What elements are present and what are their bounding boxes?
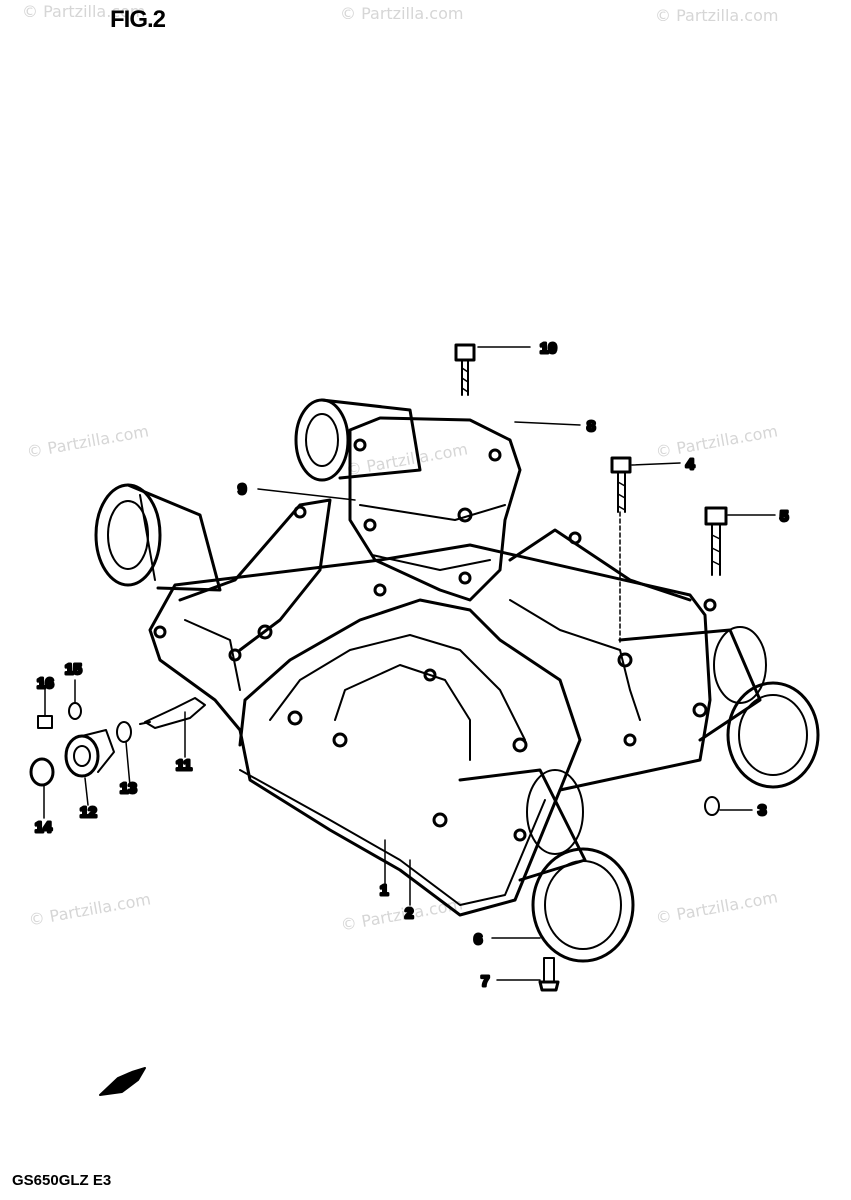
callout-11: 11 (176, 757, 192, 774)
front-roller-cylinder (458, 768, 635, 963)
gasket (239, 769, 546, 906)
cap-12 (64, 729, 115, 778)
callout-6: 6 (474, 931, 482, 948)
leader-lines (43, 346, 776, 981)
bolt-4 (610, 456, 632, 513)
watermark: © Partzilla.com (22, 2, 146, 21)
callout-1: 1 (380, 882, 388, 899)
figure-title: FIG.2 (110, 6, 166, 33)
callout-15: 15 (65, 661, 82, 678)
callout-7: 7 (481, 973, 489, 990)
callout-2: 2 (405, 905, 413, 922)
callout-13: 13 (120, 780, 137, 797)
o-ring-3 (704, 796, 720, 816)
model-code: GS650GLZ E3 (12, 1172, 112, 1189)
left-roller-cylinder (94, 483, 222, 592)
washer-13 (116, 721, 132, 743)
callout-16: 16 (37, 675, 54, 692)
bolt-16 (37, 715, 53, 729)
right-rail (508, 528, 717, 747)
sensor-11 (139, 697, 206, 729)
callout-14: 14 (35, 819, 52, 836)
callout-8: 8 (587, 418, 595, 435)
bolt-5 (704, 506, 728, 576)
bolt-7 (538, 957, 560, 992)
callout-3: 3 (758, 802, 766, 819)
watermark: © Partzilla.com (655, 6, 779, 25)
callout-10: 10 (540, 340, 557, 357)
rear-roller-cylinder (294, 398, 422, 482)
left-rail (153, 498, 332, 691)
callout-9: 9 (238, 481, 246, 498)
callout-4: 4 (686, 456, 695, 473)
direction-mark-icon (99, 1067, 146, 1096)
callout-labels: 1 2 3 4 5 6 7 8 9 10 11 12 13 14 15 16 (34, 339, 790, 992)
screw-15 (68, 702, 82, 720)
callout-12: 12 (80, 804, 97, 821)
watermark: © Partzilla.com (340, 4, 464, 23)
right-roller-cylinder (618, 626, 820, 789)
callout-5: 5 (780, 508, 788, 525)
nut-14 (29, 757, 55, 787)
bolt-10 (454, 343, 476, 396)
center-bridge (238, 598, 582, 842)
crankcase-cover-assembly (94, 398, 820, 963)
top-cap-housing (348, 416, 522, 602)
